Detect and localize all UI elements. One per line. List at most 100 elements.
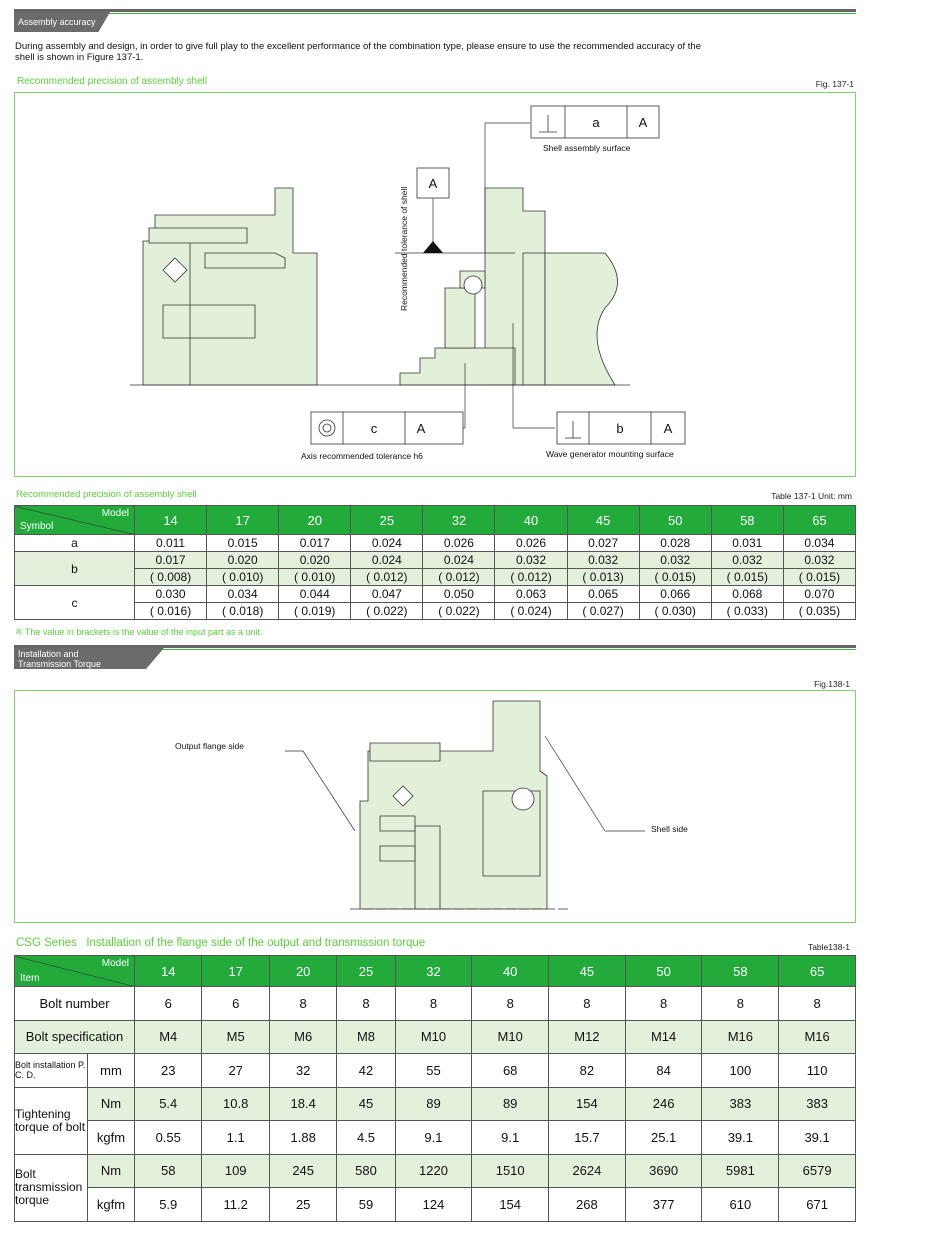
- value-cell: 0.050: [422, 585, 496, 603]
- value-cell: 25: [268, 1187, 338, 1222]
- value-cell: 8: [471, 986, 550, 1021]
- value-cell: 58: [133, 1153, 203, 1188]
- figure-label: Fig. 137-1: [815, 79, 854, 89]
- value-cell: 154: [471, 1187, 550, 1222]
- value-cell: 59: [336, 1187, 396, 1222]
- value-cell: 89: [394, 1086, 473, 1121]
- model-header: 17: [206, 505, 280, 535]
- value-cell: 580: [336, 1153, 396, 1188]
- value-cell: 124: [394, 1187, 473, 1222]
- value-cell: 0.015: [206, 534, 280, 552]
- value-cell: 110: [778, 1053, 856, 1088]
- value-cell: 0.028: [638, 534, 712, 552]
- value-cell: M4: [133, 1019, 203, 1054]
- frame-b-datum: A: [664, 421, 673, 436]
- value-cell: 0.047: [350, 585, 424, 603]
- value-cell: 0.024: [350, 551, 424, 569]
- value-cell: 82: [548, 1053, 626, 1088]
- figure-label: Fig.138-1: [814, 679, 850, 689]
- value-cell: 8: [336, 986, 396, 1021]
- value-cell: 25.1: [624, 1120, 703, 1155]
- model-header: 45: [548, 955, 626, 987]
- value-cell: ( 0.022): [422, 602, 496, 620]
- model-header: 40: [471, 955, 550, 987]
- value-cell: M10: [471, 1019, 550, 1054]
- value-cell: ( 0.012): [494, 568, 568, 586]
- value-cell: 5.4: [133, 1086, 203, 1121]
- value-cell: 11.2: [201, 1187, 270, 1222]
- frame-a-datum: A: [639, 115, 648, 130]
- value-cell: 1.1: [201, 1120, 270, 1155]
- value-cell: ( 0.015): [638, 568, 712, 586]
- value-cell: 8: [778, 986, 856, 1021]
- value-cell: 0.032: [566, 551, 640, 569]
- value-cell: M16: [778, 1019, 856, 1054]
- value-cell: 5.9: [133, 1187, 203, 1222]
- value-cell: ( 0.012): [350, 568, 424, 586]
- section-divider: [14, 9, 856, 12]
- value-cell: 0.011: [133, 534, 208, 552]
- value-cell: 32: [268, 1053, 338, 1088]
- value-cell: M8: [336, 1019, 396, 1054]
- table1-label: Table 137-1 Unit: mm: [771, 491, 852, 501]
- value-cell: 68: [471, 1053, 550, 1088]
- value-cell: 15.7: [548, 1120, 626, 1155]
- value-cell: 5981: [701, 1153, 780, 1188]
- value-cell: 39.1: [701, 1120, 780, 1155]
- value-cell: 0.020: [278, 551, 352, 569]
- value-cell: 245: [268, 1153, 338, 1188]
- value-cell: 0.032: [638, 551, 712, 569]
- value-cell: 383: [701, 1086, 780, 1121]
- value-cell: 0.020: [206, 551, 280, 569]
- value-cell: 8: [624, 986, 703, 1021]
- model-header: 45: [566, 505, 640, 535]
- value-cell: ( 0.033): [710, 602, 784, 620]
- table-row: ( 0.016)( 0.018)( 0.019)( 0.022)( 0.022)…: [15, 602, 857, 620]
- figure-title: Recommended precision of assembly shell: [17, 76, 208, 87]
- value-cell: 55: [394, 1053, 473, 1088]
- value-cell: 0.030: [133, 585, 208, 603]
- value-cell: M5: [201, 1019, 270, 1054]
- section-divider: [14, 645, 856, 648]
- value-cell: 154: [548, 1086, 626, 1121]
- value-cell: 246: [624, 1086, 703, 1121]
- value-cell: ( 0.010): [206, 568, 280, 586]
- model-header: 14: [133, 955, 203, 987]
- value-cell: ( 0.018): [206, 602, 280, 620]
- value-cell: 0.031: [710, 534, 784, 552]
- value-cell: 0.027: [566, 534, 640, 552]
- value-cell: ( 0.024): [494, 602, 568, 620]
- value-cell: ( 0.022): [350, 602, 424, 620]
- model-header: 58: [710, 505, 784, 535]
- value-cell: 84: [624, 1053, 703, 1088]
- value-cell: 268: [548, 1187, 626, 1222]
- value-cell: 8: [268, 986, 338, 1021]
- assembly-drawing: a A A c A b A Shell assembly surface Axi…: [130, 105, 686, 461]
- wave-generator-label: Wave generator mounting surface: [546, 449, 674, 459]
- value-cell: 8: [548, 986, 626, 1021]
- symbol-cell: c: [14, 585, 135, 620]
- value-cell: 0.017: [133, 551, 208, 569]
- value-cell: 39.1: [778, 1120, 856, 1155]
- value-cell: ( 0.013): [566, 568, 640, 586]
- value-cell: 18.4: [268, 1086, 338, 1121]
- figure-138-1: Output flange side Shell side: [14, 690, 856, 923]
- model-header: 58: [701, 955, 780, 987]
- value-cell: 0.065: [566, 585, 640, 603]
- value-cell: 6: [201, 986, 270, 1021]
- value-cell: 42: [336, 1053, 396, 1088]
- model-header: 50: [624, 955, 703, 987]
- table-row: ( 0.008)( 0.010)( 0.010)( 0.012)( 0.012)…: [15, 568, 857, 586]
- value-cell: ( 0.016): [133, 602, 208, 620]
- value-cell: 23: [133, 1053, 203, 1088]
- frame-a-symbol: a: [592, 115, 600, 130]
- value-cell: 2624: [548, 1153, 626, 1188]
- section-tag: Assembly accuracy: [14, 12, 110, 32]
